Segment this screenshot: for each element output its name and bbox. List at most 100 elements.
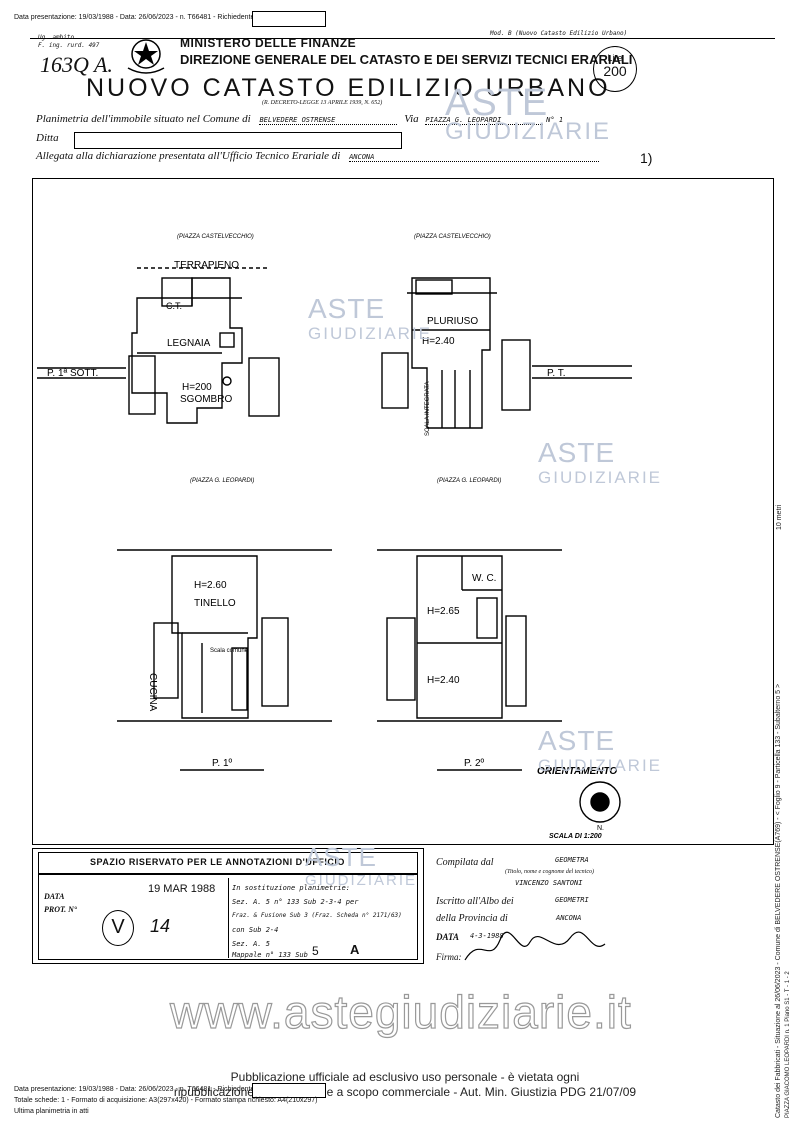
label-scala-integrata: SCALA INTEGRATA — [425, 382, 431, 436]
drawing-frame — [32, 178, 774, 845]
data2-value: 4-3-1988 — [470, 932, 504, 940]
label-tinello-h: H=2.60 — [194, 580, 227, 591]
label-legnaia: LEGNAIA — [167, 338, 211, 349]
label-sgombro-h: H=200 — [182, 382, 212, 393]
label-p1: P. 1º — [212, 758, 232, 769]
note-4: con Sub 2-4 — [232, 926, 279, 934]
office-box — [32, 848, 424, 964]
label-tinello: TINELLO — [194, 598, 236, 609]
floor-plans: (PIAZZA CASTELVECCHIO) (PIAZZA CASTELVEC… — [37, 234, 632, 840]
office-title: SPAZIO RISERVATO PER LE ANNOTAZIONI D'UF… — [90, 857, 345, 867]
price-value: 200 — [603, 63, 627, 79]
republic-emblem-icon — [127, 39, 165, 74]
compilata-hint: (Titolo, nome e cognome del tecnico) — [505, 869, 594, 875]
side-vertical-text: Catasto dei Fabbricati - Situazione al 2… — [775, 683, 782, 1118]
label-p2: P. 2º — [464, 758, 484, 769]
watermark-aste-2: ASTE — [308, 293, 386, 324]
ministry-name: MINISTERO DELLE FINANZE — [180, 36, 357, 50]
direction-name: DIREZIONE GENERALE DEL CATASTO E DEI SER… — [180, 52, 633, 67]
top-rule — [30, 38, 775, 40]
sub-number: 5 — [312, 944, 319, 958]
prot-handwritten: V — [102, 910, 134, 946]
label-pluriuso-h: H=2.40 — [422, 336, 455, 347]
plan-basement — [37, 267, 280, 424]
header-top-line: Data presentazione: 19/03/1988 - Data: 2… — [14, 14, 257, 21]
office-prot-label: PROT. N° — [44, 905, 78, 914]
footer-line-2: Totale schede: 1 - Formato di acquisizio… — [14, 1097, 318, 1104]
redacted-owner — [74, 132, 402, 149]
footer-line-3: Ultima planimetria in atti — [14, 1108, 89, 1115]
office-divider — [228, 878, 229, 958]
side-vertical-text-2: PIAZZA GIACOMO LEOPARDI n. 1 Piano S1 - … — [785, 971, 791, 1118]
ditta-label: Ditta — [36, 132, 59, 144]
label-wc: W. C. — [472, 573, 496, 584]
page-number: 1) — [640, 150, 653, 166]
label-piazza-castelvecchio-2: (PIAZZA CASTELVECCHIO) — [414, 234, 491, 240]
document-title: NUOVO CATASTO EDILIZIO URBANO — [86, 74, 611, 102]
civic-number: N° 1 — [546, 116, 564, 124]
site-watermark: www.astegiudiziarie.it — [169, 985, 632, 1038]
label-scala-comune: Scala comune — [210, 648, 249, 654]
planimetria-label: Planimetria dell'immobile situato nel Co… — [36, 113, 251, 125]
allegata-label: Allegata alla dichiarazione presentata a… — [36, 150, 341, 162]
compilata-label: Compilata dal — [436, 857, 494, 868]
label-p1-sott: P. 1ª SOTT. — [47, 368, 98, 379]
label-ct: C.T. — [166, 301, 182, 311]
watermark-giud-1: GIUDIZIARIE — [445, 118, 612, 145]
signature — [464, 931, 606, 961]
office-data-label: DATA — [44, 892, 65, 901]
plan-first — [117, 549, 332, 722]
decree-ref: (R. DECRETO-LEGGE 13 APRILE 1939, N. 652… — [262, 100, 383, 106]
redacted-requester — [252, 11, 326, 27]
planimetria-row: Planimetria dell'immobile situato nel Co… — [36, 113, 563, 125]
publication-notice: Pubblicazione ufficiale ad esclusivo uso… — [170, 1070, 640, 1100]
label-piazza-leopardi-1: (PIAZZA G. LEOPARDI) — [190, 478, 254, 484]
watermark-aste-1: ASTE — [445, 82, 549, 124]
provincia-label: della Provincia di — [436, 913, 508, 924]
watermark-giud-4: GIUDIZIARIE — [538, 756, 663, 775]
category: A — [350, 942, 360, 957]
compilata-value: GEOMETRA — [555, 856, 589, 864]
label-piazza-leopardi-2: (PIAZZA G. LEOPARDI) — [437, 478, 501, 484]
label-piazza-castelvecchio-1: (PIAZZA CASTELVECCHIO) — [177, 234, 254, 240]
note-6: Mappale n° 133 Sub — [232, 951, 308, 959]
watermark-aste-5: ASTE — [305, 842, 377, 872]
iscritto-value: GEOMETRI — [555, 896, 589, 904]
compass-icon — [579, 781, 621, 823]
firma-label: Firma: — [436, 952, 462, 962]
price-label: Lire — [607, 53, 623, 63]
note-2: Sez. A. 5 n° 133 Sub 2-3-4 per — [232, 898, 359, 906]
watermark-giud-5: GIUDIZIARIE — [305, 872, 418, 889]
via-value: PIAZZA G. LEOPARDI — [425, 116, 544, 125]
allegata-row: Allegata alla dichiarazione presentata a… — [36, 150, 600, 162]
model-stamp: Mod. B (Nuovo Catasto Edilizio Urbano) — [490, 30, 628, 37]
data2-label: DATA — [436, 932, 460, 942]
label-terrapieno: TERRAPIENO — [174, 260, 239, 271]
plan-second — [377, 549, 562, 722]
redacted-requester-footer — [252, 1083, 326, 1098]
watermark-aste-4: ASTE — [538, 725, 616, 756]
via-label: Via — [404, 113, 419, 125]
watermark-giud-2: GIUDIZIARIE — [308, 324, 433, 343]
label-north: N. — [597, 825, 604, 832]
price-stamp: Lire 200 — [593, 46, 637, 92]
provincia-value: ANCONA — [556, 914, 582, 922]
label-h265: H=2.65 — [427, 606, 460, 617]
notice-line-1: Pubblicazione ufficiale ad esclusivo uso… — [230, 1070, 580, 1084]
note-3: Fraz. & Fusione Sub 3 (Fraz. Scheda n° 2… — [232, 912, 402, 919]
note-1: In sostituzione planimetrie: — [232, 884, 351, 892]
watermark-aste-3: ASTE — [538, 437, 616, 468]
label-orientamento: ORIENTAMENTO — [537, 766, 617, 777]
iscritto-label: Iscritto all'Albo dei — [436, 896, 514, 907]
plan-ground — [381, 277, 632, 429]
corner-note-2: F. ing. rurd. 497 — [38, 42, 100, 49]
side-scale-note: 10 metri — [776, 504, 783, 530]
label-pluriuso: PLURIUSO — [427, 316, 478, 327]
label-pt: P. T. — [547, 368, 566, 379]
label-h240: H=2.40 — [427, 675, 460, 686]
corner-note-1: Ug. ambito — [38, 34, 75, 41]
